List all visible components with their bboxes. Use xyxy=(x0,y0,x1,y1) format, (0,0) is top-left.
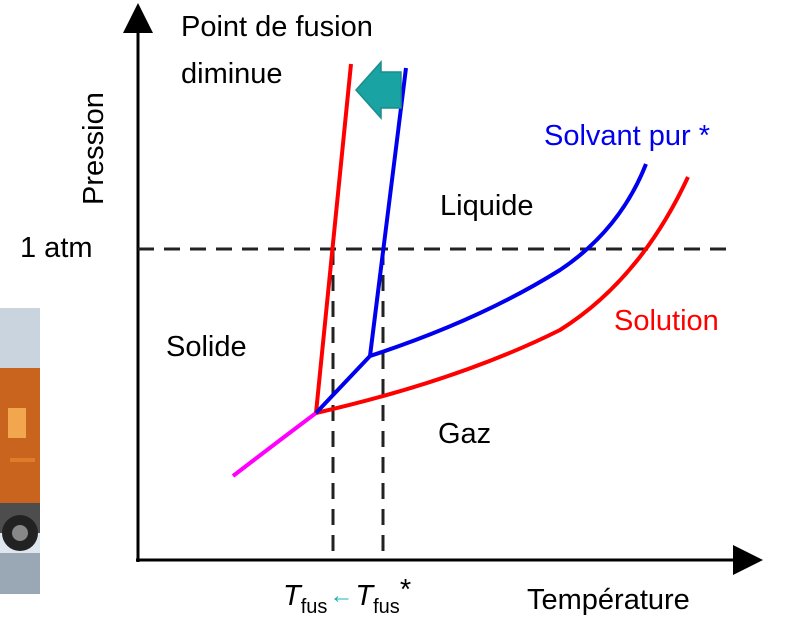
tfus-star-mark: * xyxy=(399,574,412,606)
x-axis-label: Température xyxy=(527,584,690,616)
solution-label: Solution xyxy=(614,305,719,337)
solvent-triple-link xyxy=(314,354,372,415)
shift-left-arrow xyxy=(354,60,402,120)
tfus-tick-labels: Tfus←Tfus* xyxy=(283,574,411,618)
one-atm-label: 1 atm xyxy=(20,232,93,264)
small-left-arrow-icon: ← xyxy=(329,582,354,609)
tfus-star-subscript: fus xyxy=(373,596,400,618)
solvent-fusion-curve xyxy=(368,67,408,357)
liquid-label: Liquide xyxy=(440,190,534,222)
gas-label: Gaz xyxy=(438,418,492,450)
solution-vaporization-curve xyxy=(315,176,690,415)
tfus-symbol: T xyxy=(283,580,301,612)
solvent-vaporization-curve xyxy=(369,163,648,358)
solid-label: Solide xyxy=(166,331,247,363)
pure-solvent-label: Solvant pur * xyxy=(544,120,711,152)
title-line-1: Point de fusion xyxy=(181,11,373,43)
title-line-2: diminue xyxy=(181,58,283,90)
solution-fusion-curve xyxy=(314,63,353,414)
sublimation-curve xyxy=(231,411,318,478)
truck-photo xyxy=(0,308,40,594)
tfus-star-symbol: T xyxy=(355,580,374,612)
tfus-subscript: fus xyxy=(300,596,328,618)
y-axis-label: Pression xyxy=(78,92,110,205)
